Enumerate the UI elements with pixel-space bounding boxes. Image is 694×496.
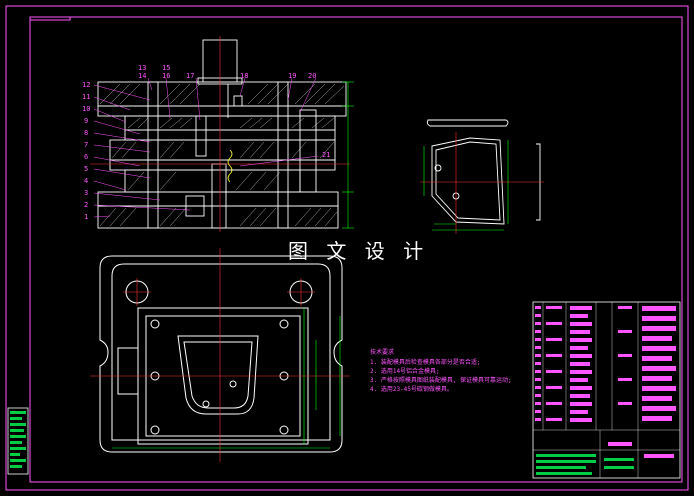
part-labels-top: 13 14 15 16 17 18 19 20 21	[138, 64, 330, 159]
outer-frame	[5, 5, 689, 491]
part-label: 5	[84, 165, 88, 173]
part-label: 19	[288, 72, 296, 80]
section-view	[97, 39, 347, 229]
watermark-text: 图 文 设 计	[288, 239, 429, 263]
part-label: 11	[82, 93, 90, 101]
part-label: 15	[162, 64, 170, 72]
part-label: 4	[84, 177, 88, 185]
parts-list-table	[532, 301, 681, 479]
technical-notes: 技术要求 1. 装配模具后检查模具各部分是否合适; 2. 选用14号铝合金模具;…	[370, 348, 512, 393]
part-label: 18	[240, 72, 248, 80]
section-centerlines	[90, 36, 350, 232]
part-label: 8	[84, 129, 88, 137]
leader-lines	[93, 77, 319, 218]
part-label: 7	[84, 141, 88, 149]
notes-title: 技术要求	[370, 348, 394, 356]
part-label: 12	[82, 81, 90, 89]
detail-dimensions	[423, 140, 509, 231]
part-label: 3	[84, 189, 88, 197]
top-tab	[29, 16, 71, 21]
detail-centerlines	[420, 132, 544, 234]
part-label: 16	[162, 72, 170, 80]
upper-plate	[97, 81, 347, 107]
part-label: 17	[186, 72, 194, 80]
section-hatch	[99, 83, 345, 227]
plan-view	[99, 255, 343, 453]
note-line: 2. 选用14号铝合金模具;	[370, 367, 440, 375]
inner-frame	[29, 16, 683, 483]
part-label: 2	[84, 201, 88, 209]
lower-plate	[97, 191, 339, 207]
part-label: 20	[308, 72, 316, 80]
part-label: 6	[84, 153, 88, 161]
side-stamp	[7, 407, 29, 475]
note-line: 4. 选用23-45号碳钢做模具。	[370, 385, 453, 393]
note-line: 1. 装配模具后检查模具各部分是否合适;	[370, 358, 480, 366]
note-line: 3. 严格按照模具图纸装配模具, 保证模具可靠运动;	[370, 376, 512, 384]
part-label: 21	[322, 151, 330, 159]
section-dimensions	[342, 81, 354, 229]
spring	[227, 149, 233, 183]
part-label: 1	[84, 213, 88, 221]
part-labels-left: 12 11 10 9 8 7 6 5 4 3 2 1	[82, 81, 90, 221]
part-label: 10	[82, 105, 90, 113]
part-label: 14	[138, 72, 146, 80]
plan-dimensions	[112, 308, 341, 449]
plan-centerlines	[90, 248, 350, 462]
part-label: 9	[84, 117, 88, 125]
part-label: 13	[138, 64, 146, 72]
part-detail-view	[426, 119, 541, 225]
